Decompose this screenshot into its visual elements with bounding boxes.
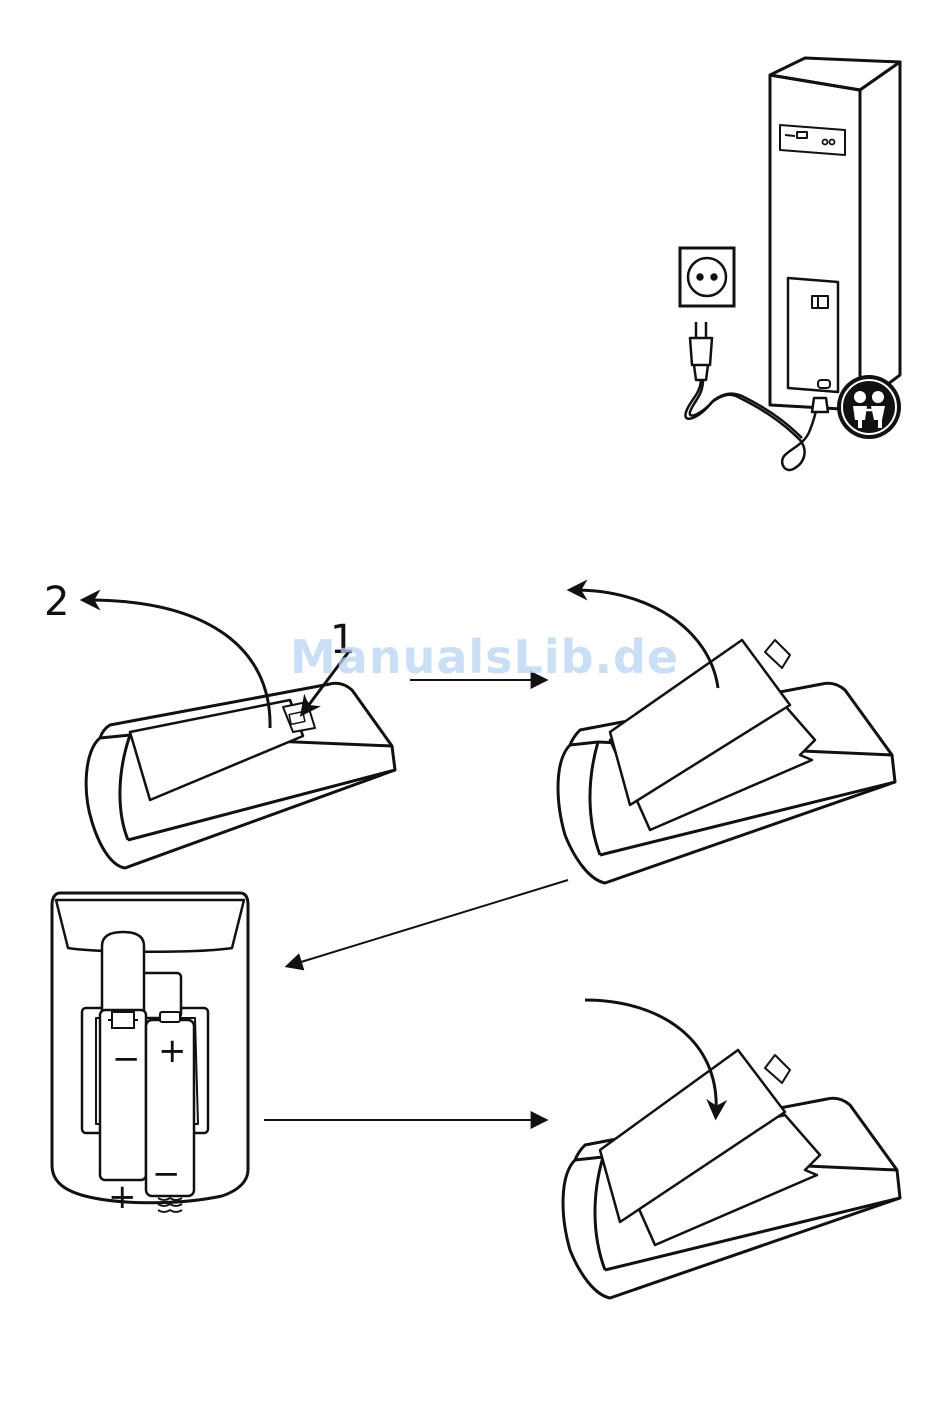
battery-minus-label: − xyxy=(152,1154,181,1194)
remote-control-icon xyxy=(86,683,395,868)
step-two-label: 2 xyxy=(44,582,69,622)
battery-minus-label: − xyxy=(112,1039,141,1079)
wall-socket-icon xyxy=(680,248,734,306)
arrow-icon xyxy=(288,880,568,966)
battery-plus-label: + xyxy=(158,1031,187,1071)
battery-plus-label: + xyxy=(108,1177,137,1217)
watermark: ManualsLib.de xyxy=(290,630,679,684)
remote-control-icon xyxy=(563,1050,900,1298)
speaker-tower-icon xyxy=(770,58,900,410)
child-safety-icon xyxy=(837,375,901,439)
